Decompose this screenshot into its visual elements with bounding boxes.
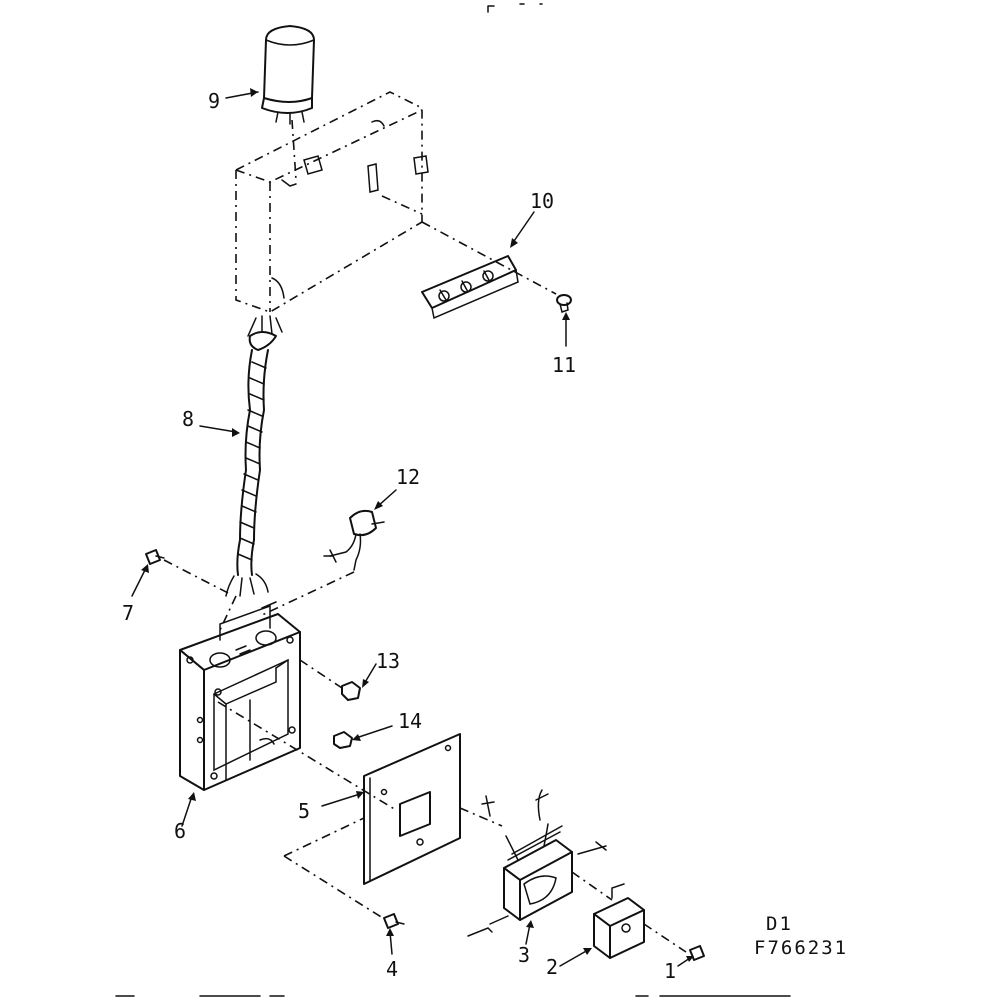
callout-9: 9 [208, 89, 220, 113]
callout-8: 8 [182, 407, 194, 431]
part-11-screw [556, 294, 572, 313]
leader-arrows [131, 88, 694, 967]
callout-4: 4 [386, 957, 398, 981]
callout-13: 13 [376, 649, 400, 673]
diagram-code: D1 F766231 [754, 913, 848, 959]
callout-10: 10 [530, 189, 554, 213]
callout-3: 3 [518, 943, 530, 967]
callout-12: 12 [396, 465, 420, 489]
callout-11: 11 [552, 353, 576, 377]
upper-control-housing [235, 91, 429, 313]
part-2-relay [593, 883, 687, 959]
part-5-cover-plate [217, 701, 461, 921]
callout-2: 2 [546, 955, 558, 979]
diagram-code-line1: D1 [766, 913, 793, 935]
part-13-nut [299, 659, 361, 701]
callout-6: 6 [174, 819, 186, 843]
part-4-screw [383, 913, 405, 929]
callout-7: 7 [122, 601, 134, 625]
part-8-wire-harness [225, 315, 283, 597]
diagram-code-line2: F766231 [754, 937, 848, 959]
callout-14: 14 [398, 709, 422, 733]
part-14-nut [333, 731, 353, 749]
callout-labels: 9 10 11 8 12 7 13 14 5 6 4 3 2 1 [122, 89, 676, 983]
part-3-transformer [459, 789, 613, 937]
part-10-terminal-strip [421, 221, 557, 320]
part-7-screw [145, 549, 231, 595]
part-12-plug-assembly [323, 509, 385, 571]
callout-5: 5 [298, 799, 310, 823]
part-6-junction-box [179, 571, 355, 791]
scan-edge-marks [115, 3, 791, 997]
part-9-capacitor [261, 25, 315, 125]
callout-1: 1 [664, 959, 676, 983]
